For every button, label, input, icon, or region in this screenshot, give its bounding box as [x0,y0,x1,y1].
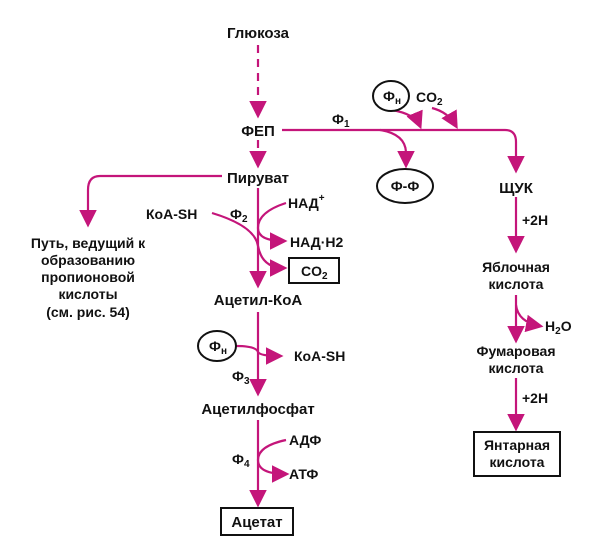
side-path-line-3: пропионовой [41,269,135,285]
arrow-fn-join [391,108,423,130]
arrow-coash-in-to-co2 [211,211,288,277]
plus-2h-first-label: +2Н [522,212,548,228]
malic-acid-line-2: кислота [489,276,544,292]
phosphate-circle-top [372,80,410,112]
side-path-line-4: кислоты [58,286,117,302]
enzyme-f2-label: Ф2 [230,206,248,225]
co2-box [288,257,340,284]
nad-plus-label: НАД+ [288,193,325,211]
succinic-acid-line-1: Янтарная [484,437,550,453]
fumaric-acid-line-1: Фумаровая [477,343,556,359]
arrow-water-out [514,304,544,333]
malic-acid-line-1: Яблочная [482,259,550,275]
enzyme-f3-label: Ф3 [232,368,250,387]
acetate-label: Ацетат [231,514,282,531]
acetate-box [220,507,294,536]
arrow-fn-to-coash [235,344,284,365]
fumaric-acid-line-2: кислота [489,360,544,376]
side-path-line-1: Путь, ведущий к [31,235,146,251]
pyrophosphate-label: Ф-Ф [391,178,420,194]
succinic-acid-box [473,431,561,477]
enzyme-f4-label: Ф4 [232,451,250,470]
acetyl-coa-label: Ацетил-КоА [214,292,303,309]
pyrophosphate-circle [376,168,434,204]
nadh-label: НАД·Н2 [290,234,343,250]
arrow-to-pyrophosphate [379,128,415,169]
fn-top-label: Фн [383,88,401,107]
acetyl-phosphate-label: Ацетилфосфат [201,401,314,418]
side-path-line-2: образованию [41,252,135,268]
side-path-line-5: (см. рис. 54) [46,304,130,320]
arrow-pyruvate-to-propionic-pathway [79,174,222,228]
plus-2h-second-label: +2Н [522,390,548,406]
co2-pyr-label: CO2 [301,263,328,282]
phosphate-circle-mid [197,330,237,362]
atp-label: АТФ [289,466,318,482]
fn-mid-label: Фн [209,338,227,357]
water-label: Н2О [545,318,572,337]
oaa-label: ЩУК [499,180,534,197]
coa-sh-out-label: КоА-SH [294,348,345,364]
glucose-label: Глюкоза [227,25,290,42]
arrow-adp-to-atp [256,438,290,483]
co2-top-label: CO2 [416,89,443,108]
adp-label: АДФ [289,432,321,448]
pep-label: ФЕП [241,123,275,140]
coa-sh-in-label: КоА-SH [146,206,197,222]
enzyme-f1-label: Ф1 [332,111,350,130]
arrow-co2-join [431,106,458,130]
pyruvate-label: Пируват [227,170,289,187]
arrow-nad-to-nadh [256,201,288,250]
succinic-acid-line-2: кислота [490,454,545,470]
arrow-pep-to-oaa [282,128,525,174]
